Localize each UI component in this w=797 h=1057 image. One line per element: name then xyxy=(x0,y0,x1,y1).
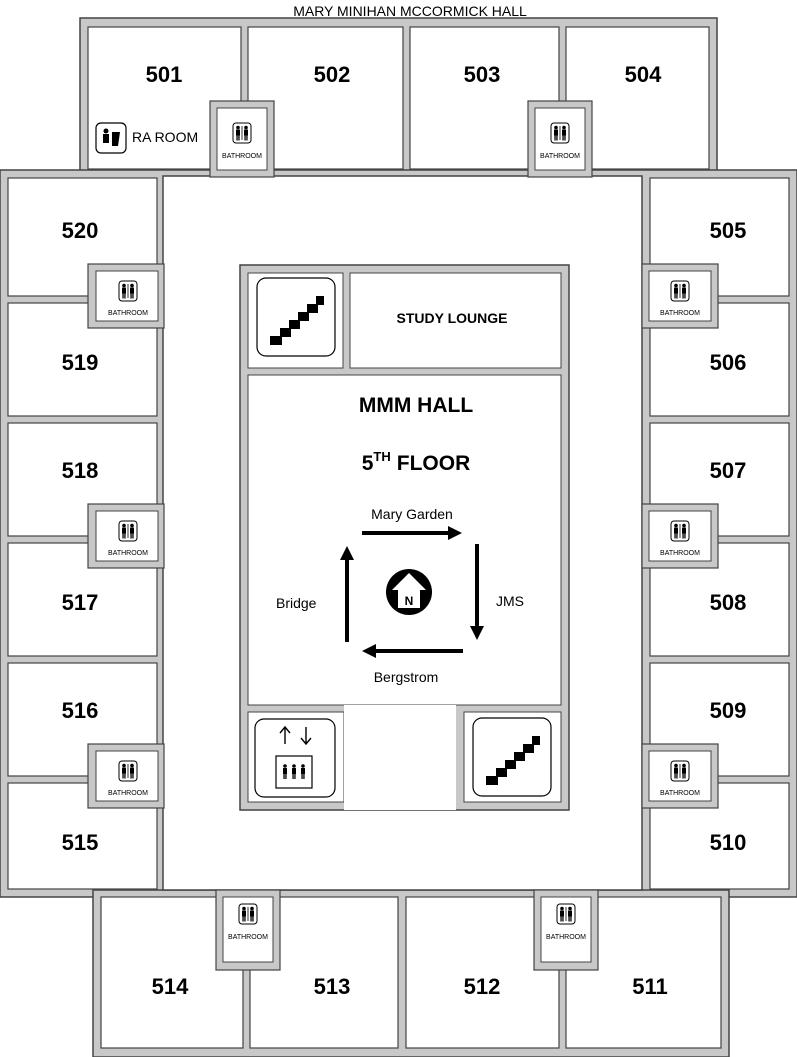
bathroom-top-left[interactable]: BATHROOM xyxy=(209,100,275,178)
room-number: 511 xyxy=(632,974,668,999)
elevator[interactable] xyxy=(254,718,336,798)
room-number: 503 xyxy=(464,62,501,87)
room-number: 514 xyxy=(152,974,189,999)
bathroom-left-1[interactable]: BATHROOM xyxy=(87,263,165,329)
bathroom-label: BATHROOM xyxy=(546,934,586,941)
study-lounge[interactable]: STUDY LOUNGE xyxy=(397,310,508,326)
bathroom-right-3[interactable]: BATHROOM xyxy=(641,743,719,809)
room-number: 507 xyxy=(710,458,747,483)
room-number: 505 xyxy=(710,218,747,243)
direction-right: JMS xyxy=(496,593,524,609)
bathroom-label: BATHROOM xyxy=(660,310,700,317)
bathroom-label: BATHROOM xyxy=(540,153,580,160)
room-number: 504 xyxy=(625,62,662,87)
room-number: 519 xyxy=(62,350,99,375)
room-number: 501 xyxy=(146,62,183,87)
stairs-icon xyxy=(472,717,552,797)
ra-room-icon xyxy=(95,122,127,154)
room-507[interactable]: 507 xyxy=(649,422,790,537)
bathroom-label: BATHROOM xyxy=(222,153,262,160)
ra-room[interactable]: RA ROOM xyxy=(95,122,198,154)
center-title: MMM HALL xyxy=(359,394,473,417)
ra-room-label: RA ROOM xyxy=(132,129,198,145)
room-number: 513 xyxy=(314,974,351,999)
stairs-bottom[interactable] xyxy=(472,717,552,797)
room-number: 517 xyxy=(62,590,99,615)
stairs-icon xyxy=(256,277,336,357)
study-lounge-label: STUDY LOUNGE xyxy=(397,310,508,326)
floor-word: FLOOR xyxy=(397,452,471,475)
building-title: MARY MINIHAN MCCORMICK HALL xyxy=(293,3,527,19)
room-510[interactable]: 510 xyxy=(649,782,790,890)
room-number: 506 xyxy=(710,350,747,375)
bathroom-top-right[interactable]: BATHROOM xyxy=(527,100,593,178)
bathroom-label: BATHROOM xyxy=(108,790,148,797)
direction-bottom: Bergstrom xyxy=(374,669,439,685)
bathroom-left-2[interactable]: BATHROOM xyxy=(87,503,165,569)
room-number: 518 xyxy=(62,458,99,483)
bathroom-right-2[interactable]: BATHROOM xyxy=(641,503,719,569)
room-number: 516 xyxy=(62,698,99,723)
bathroom-bottom-right[interactable]: BATHROOM xyxy=(533,889,599,971)
restroom-icon xyxy=(233,123,251,143)
bathroom-label: BATHROOM xyxy=(660,550,700,557)
bathroom-label: BATHROOM xyxy=(660,790,700,797)
room-number: 509 xyxy=(710,698,747,723)
room-number: 512 xyxy=(464,974,501,999)
bathroom-label: BATHROOM xyxy=(108,310,148,317)
room-number: 515 xyxy=(62,830,99,855)
bathroom-bottom-left[interactable]: BATHROOM xyxy=(215,889,281,971)
direction-left: Bridge xyxy=(276,595,317,611)
floor-superscript: TH xyxy=(373,449,390,464)
restroom-icon xyxy=(671,281,689,301)
room-515[interactable]: 515 xyxy=(7,782,158,890)
room-number: 520 xyxy=(62,218,99,243)
restroom-icon xyxy=(551,123,569,143)
north-letter: N xyxy=(405,594,414,608)
room-number: 502 xyxy=(314,62,351,87)
bathroom-label: BATHROOM xyxy=(108,550,148,557)
room-number: 510 xyxy=(710,830,747,855)
bathroom-label: BATHROOM xyxy=(228,934,268,941)
restroom-icon xyxy=(119,281,137,301)
restroom-icon xyxy=(671,761,689,781)
restroom-icon xyxy=(557,904,575,924)
bathroom-left-3[interactable]: BATHROOM xyxy=(87,743,165,809)
north-compass-icon: N xyxy=(386,569,432,615)
stairs-top[interactable] xyxy=(256,277,336,357)
room-number: 508 xyxy=(710,590,747,615)
restroom-icon xyxy=(119,761,137,781)
floor-title: 5TH FLOOR xyxy=(362,449,471,475)
restroom-icon xyxy=(671,521,689,541)
restroom-icon xyxy=(239,904,257,924)
room-516[interactable]: 516 xyxy=(7,662,158,777)
bathroom-right-1[interactable]: BATHROOM xyxy=(641,263,719,329)
direction-top: Mary Garden xyxy=(371,506,453,522)
floor-number: 5 xyxy=(362,452,374,475)
restroom-icon xyxy=(119,521,137,541)
direction-arrows xyxy=(340,526,484,658)
